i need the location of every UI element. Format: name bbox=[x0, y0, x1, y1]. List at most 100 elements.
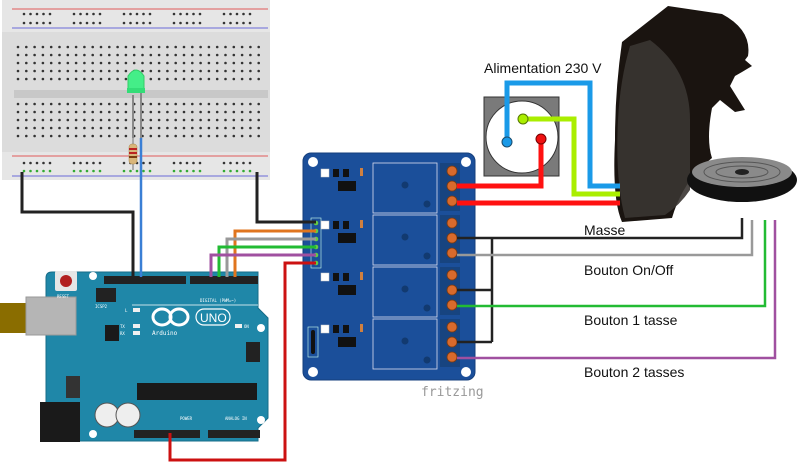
status-led bbox=[320, 272, 330, 282]
breadboard-rail-hole bbox=[79, 161, 82, 165]
breadboard-hole bbox=[41, 102, 45, 106]
breadboard-hole bbox=[16, 102, 20, 106]
breadboard-hole bbox=[91, 45, 94, 49]
fritzing-watermark: fritzing bbox=[421, 385, 484, 400]
relay-dot bbox=[423, 304, 431, 312]
mounting-hole bbox=[461, 367, 471, 377]
breadboard-hole bbox=[157, 126, 161, 130]
breadboard-hole bbox=[108, 126, 111, 130]
breadboard-hole bbox=[41, 126, 45, 130]
breadboard-rail-hole bbox=[242, 12, 245, 16]
breadboard-rail-hole bbox=[235, 21, 239, 25]
analog-header bbox=[208, 430, 260, 438]
label-two-cups: Bouton 2 tasses bbox=[584, 364, 684, 380]
breadboard-hole bbox=[25, 45, 28, 49]
breadboard-hole bbox=[66, 53, 70, 57]
breadboard-hole bbox=[224, 118, 227, 122]
breadboard-hole bbox=[66, 134, 70, 138]
breadboard-hole bbox=[16, 77, 20, 81]
breadboard-hole bbox=[240, 102, 244, 106]
arduino-uno: RESET ICSP2 DIGITAL (PWM=~) UNO Arduino … bbox=[0, 271, 269, 442]
breadboard-hole bbox=[124, 53, 128, 57]
breadboard-hole bbox=[99, 77, 103, 81]
breadboard-hole bbox=[108, 53, 111, 57]
breadboard-rail-hole bbox=[179, 169, 182, 173]
smd-component bbox=[333, 221, 339, 229]
breadboard-hole bbox=[141, 69, 144, 73]
digital-label: DIGITAL (PWM=~) bbox=[200, 298, 236, 303]
breadboard-rail-hole bbox=[98, 12, 102, 16]
breadboard-hole bbox=[182, 77, 186, 81]
screw-terminal bbox=[446, 269, 458, 281]
breadboard-hole bbox=[191, 126, 194, 130]
breadboard-rail-hole bbox=[122, 12, 126, 16]
breadboard-hole bbox=[25, 53, 28, 57]
breadboard-hole bbox=[166, 134, 169, 138]
wire-one-cup bbox=[457, 220, 767, 308]
breadboard-hole bbox=[66, 61, 70, 65]
breadboard-hole bbox=[157, 102, 161, 106]
breadboard-hole bbox=[149, 126, 153, 130]
breadboard-rail-hole bbox=[222, 169, 226, 173]
breadboard-hole bbox=[249, 61, 252, 65]
breadboard-rail-hole bbox=[235, 169, 239, 173]
breadboard-hole bbox=[199, 126, 202, 130]
breadboard-hole bbox=[199, 110, 202, 114]
breadboard-rail-hole bbox=[192, 161, 195, 165]
breadboard-rail-hole bbox=[98, 21, 102, 25]
breadboard-hole bbox=[33, 45, 36, 49]
screw-terminal bbox=[446, 247, 458, 259]
breadboard-hole bbox=[83, 45, 86, 49]
breadboard-hole bbox=[49, 118, 53, 122]
breadboard-hole bbox=[215, 77, 219, 81]
breadboard-rail-hole bbox=[42, 169, 45, 173]
relay-module bbox=[302, 152, 476, 381]
breadboard-hole bbox=[257, 102, 261, 106]
breadboard-rail-hole bbox=[35, 169, 39, 173]
breadboard-hole bbox=[58, 77, 61, 81]
breadboard-rail-hole bbox=[79, 12, 82, 16]
mounting-hole bbox=[257, 416, 265, 424]
wires bbox=[20, 80, 777, 462]
breadboard-rail-hole bbox=[35, 21, 39, 25]
breadboard-hole bbox=[66, 69, 70, 73]
breadboard-rail-hole bbox=[248, 21, 252, 25]
breadboard-hole bbox=[66, 77, 70, 81]
optocoupler bbox=[338, 285, 356, 295]
relay-channels bbox=[313, 162, 460, 370]
reset-button-cap[interactable] bbox=[60, 275, 72, 287]
breadboard-hole bbox=[191, 102, 194, 106]
digital-header-low bbox=[190, 276, 258, 284]
grate-ring bbox=[703, 161, 781, 183]
breadboard-hole bbox=[174, 69, 177, 73]
breadboard-rail-hole bbox=[29, 161, 32, 165]
breadboard-hole bbox=[74, 61, 78, 65]
optocoupler bbox=[338, 337, 356, 347]
breadboard-hole bbox=[215, 126, 219, 130]
breadboard-hole bbox=[215, 69, 219, 73]
breadboard-hole bbox=[33, 69, 36, 73]
breadboard-hole bbox=[174, 134, 177, 138]
breadboard-hole bbox=[249, 53, 252, 57]
mounting-hole bbox=[89, 430, 97, 438]
breadboard-hole bbox=[83, 69, 86, 73]
breadboard-hole bbox=[25, 69, 28, 73]
breadboard-rail-hole bbox=[135, 12, 139, 16]
breadboard-hole bbox=[149, 53, 153, 57]
breadboard-hole bbox=[149, 102, 153, 106]
wire-relay-in2 bbox=[225, 237, 316, 277]
breadboard-hole bbox=[41, 45, 45, 49]
relay-dot bbox=[401, 233, 409, 241]
breadboard-hole bbox=[240, 69, 244, 73]
breadboard-hole bbox=[166, 53, 169, 57]
breadboard-rail-hole bbox=[22, 12, 26, 16]
breadboard-rail-hole bbox=[35, 12, 39, 16]
breadboard-hole bbox=[215, 102, 219, 106]
breadboard-hole bbox=[207, 102, 211, 106]
breadboard-hole bbox=[240, 134, 244, 138]
breadboard-hole bbox=[207, 61, 211, 65]
breadboard-hole bbox=[124, 61, 128, 65]
breadboard-hole bbox=[182, 61, 186, 65]
breadboard-hole bbox=[58, 45, 61, 49]
breadboard-hole bbox=[182, 110, 186, 114]
